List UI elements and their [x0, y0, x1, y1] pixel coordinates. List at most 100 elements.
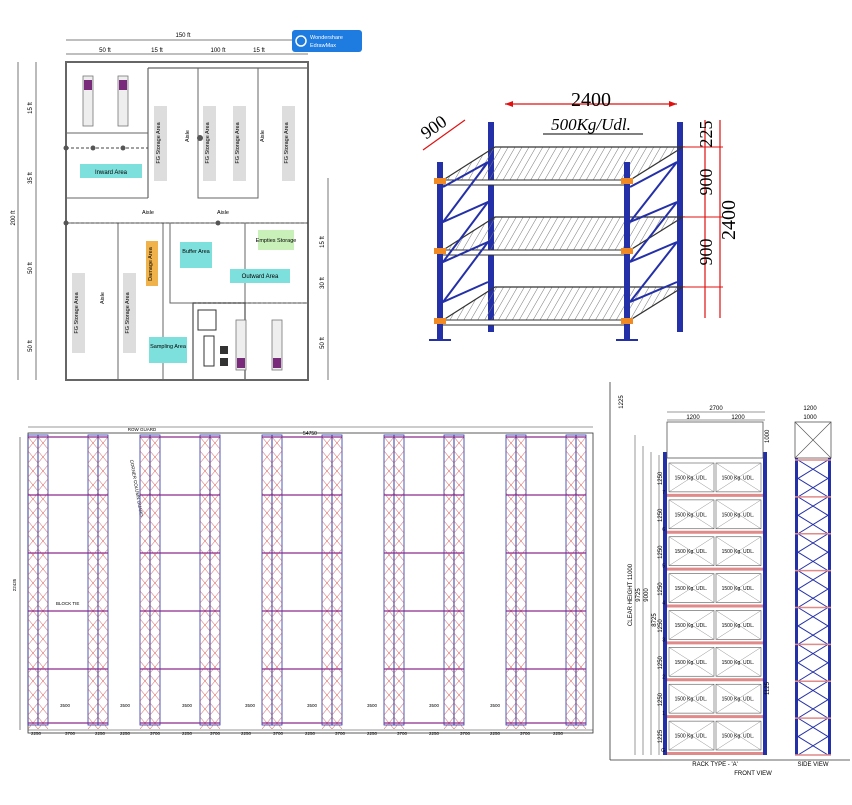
- rack-cross: [209, 520, 221, 534]
- rack-cross: [453, 660, 465, 674]
- rack-cross: [261, 590, 273, 604]
- rack-cross: [87, 534, 99, 548]
- rack-cross: [209, 450, 221, 464]
- dim-bottom: 3700: [65, 731, 76, 736]
- rack-cross: [383, 702, 395, 716]
- rack-cross: [27, 478, 39, 492]
- rack-cross: [271, 562, 283, 576]
- rack-cross: [199, 688, 211, 702]
- side-brace: [797, 717, 829, 737]
- layout-dimensions: 3500 3500 3500 3500 3500 3500 3500 3500 …: [28, 703, 593, 736]
- rack-cross: [139, 702, 151, 716]
- rack-cross: [565, 660, 577, 674]
- rack-cross: [565, 590, 577, 604]
- rack-upright: [199, 434, 211, 726]
- dim-top: 1225: [619, 395, 625, 409]
- dim-shelf-height: 2400: [718, 200, 740, 240]
- rack-cross: [453, 506, 465, 520]
- rack-layout-plan: 54750 ROW GUARD CORNER COLUMN GUARD BLOC…: [10, 425, 595, 776]
- rack-cross: [393, 688, 405, 702]
- rack-cross: [321, 562, 333, 576]
- rack-cross: [149, 674, 161, 688]
- rack-upright: [97, 434, 109, 726]
- level-number: 1: [662, 711, 665, 717]
- rack-cross: [37, 534, 49, 548]
- pallet-load-label: 1500 Kg. UDL.: [675, 734, 708, 740]
- rack-cross: [271, 576, 283, 590]
- rack-cross: [383, 618, 395, 632]
- rack-cross: [209, 464, 221, 478]
- rack-cross: [87, 562, 99, 576]
- pallet-load-label: 1500 Kg. UDL.: [722, 623, 755, 629]
- aisle-label: Aisle: [185, 130, 191, 142]
- rack-cross: [443, 702, 455, 716]
- rack-cross: [209, 632, 221, 646]
- level-number: 4: [662, 601, 665, 607]
- pallet-load-label: 1500 Kg. UDL.: [675, 697, 708, 703]
- rack-cross: [139, 436, 151, 450]
- rack-cross: [209, 478, 221, 492]
- rack-cross: [575, 464, 587, 478]
- side-brace: [797, 478, 829, 498]
- rack-cross: [97, 436, 109, 450]
- rack-cross: [575, 702, 587, 716]
- rack-cross: [37, 450, 49, 464]
- rack-cross: [199, 534, 211, 548]
- caption-side-view: SIDE VIEW: [797, 762, 828, 768]
- dim-bottom: 2250: [120, 731, 131, 736]
- rack-cross: [139, 660, 151, 674]
- rack-cross: [139, 632, 151, 646]
- rack-cross: [515, 576, 527, 590]
- rack-cross: [209, 576, 221, 590]
- side-brace: [797, 680, 829, 701]
- rack-cross: [575, 660, 587, 674]
- rack-cross: [393, 478, 405, 492]
- level-number: 5: [662, 564, 665, 570]
- rack-cross: [575, 534, 587, 548]
- dim-bottom: 3700: [273, 731, 284, 736]
- side-brace: [797, 643, 829, 664]
- rack-cross: [209, 660, 221, 674]
- rack-cross: [271, 702, 283, 716]
- rack-cross: [139, 478, 151, 492]
- rack-cross: [331, 436, 343, 450]
- level-beam: [667, 604, 763, 608]
- rack-cross: [383, 464, 395, 478]
- dim-aisle: 3500: [245, 703, 256, 708]
- rack-cross: [565, 646, 577, 660]
- area-sampling: Sampling Area: [150, 344, 187, 350]
- dim-bottom: 2250: [31, 731, 42, 736]
- rack-cross: [261, 618, 273, 632]
- area-empties: Empties Storage: [256, 238, 297, 244]
- area-fg-storage: FG Storage Area: [125, 291, 131, 333]
- rack-row: [565, 434, 587, 730]
- rack-cross: [37, 618, 49, 632]
- dim-bottom: 2250: [367, 731, 378, 736]
- pallet-load-label: 1500 Kg. UDL.: [722, 549, 755, 555]
- rack-cross: [199, 520, 211, 534]
- rack-cross: [209, 674, 221, 688]
- rack-cross: [199, 660, 211, 674]
- rack-cross: [199, 702, 211, 716]
- rack-cross: [271, 674, 283, 688]
- rack-cross: [443, 576, 455, 590]
- rack-upright: [261, 434, 273, 726]
- rack-cross: [97, 590, 109, 604]
- dim-top: 15 ft: [151, 48, 163, 54]
- rack-cross: [383, 436, 395, 450]
- rack-cross: [575, 646, 587, 660]
- rack-cross: [37, 478, 49, 492]
- dim-bottom: 2250: [305, 731, 316, 736]
- rack-cross: [27, 688, 39, 702]
- area-fg-storage: FG Storage Area: [205, 121, 211, 163]
- rack-cross: [271, 534, 283, 548]
- rack-cross: [321, 450, 333, 464]
- level-number: G: [661, 748, 665, 754]
- rack-cross: [383, 674, 395, 688]
- dim-pitch: 1250: [658, 619, 664, 633]
- rack-row: [505, 434, 527, 730]
